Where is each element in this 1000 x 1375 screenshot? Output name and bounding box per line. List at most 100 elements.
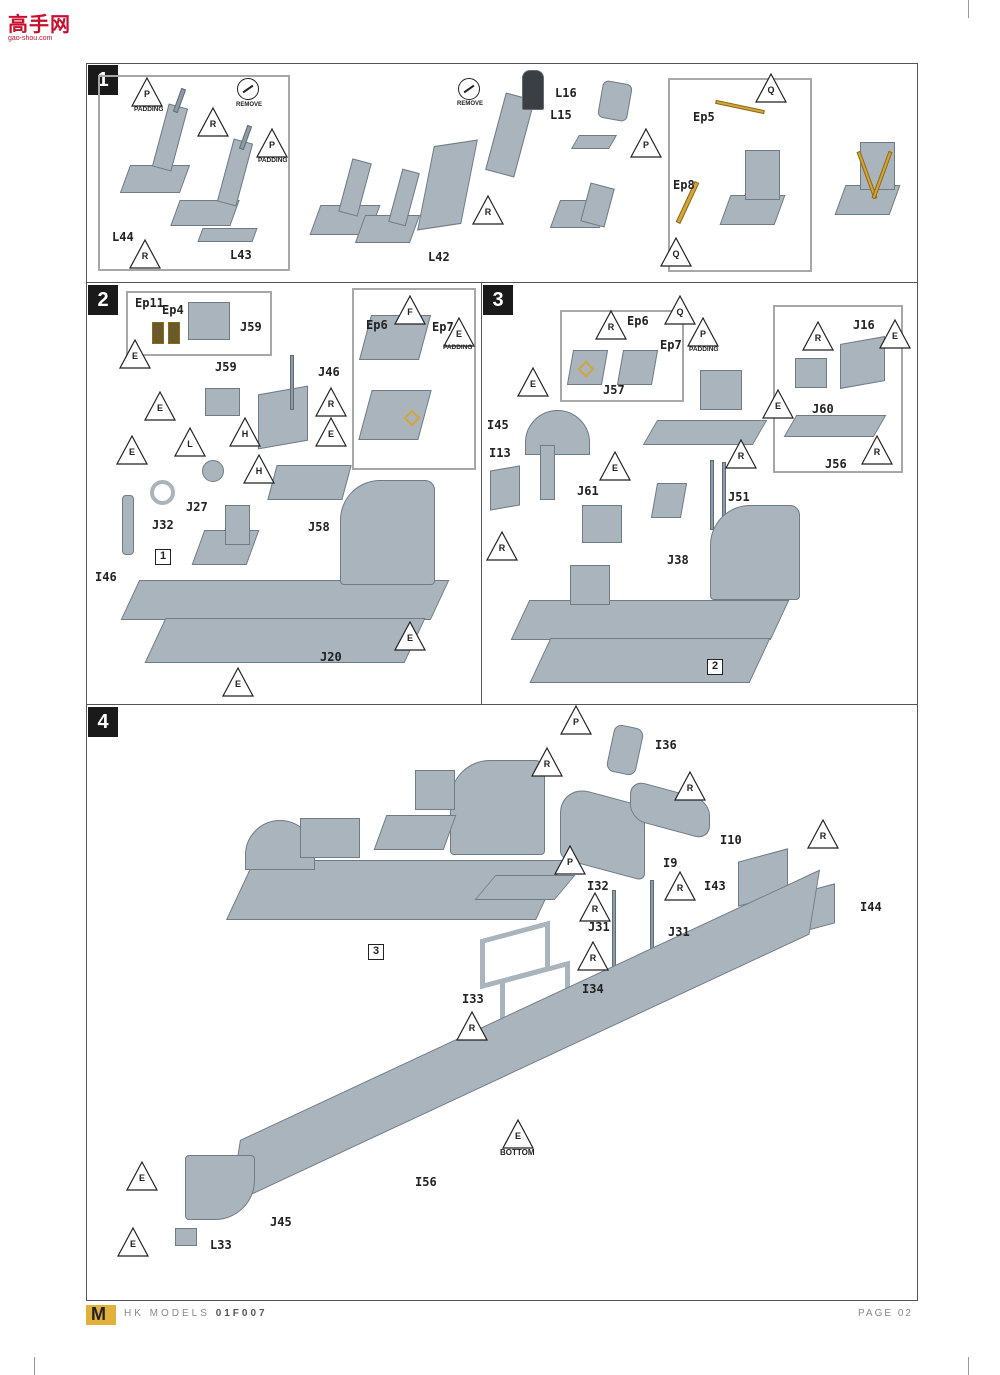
paint-code-triangle: R bbox=[530, 746, 564, 777]
note-padding: PADDING bbox=[443, 344, 473, 351]
note-remove: REMOVE bbox=[236, 102, 263, 108]
floor-assembly bbox=[510, 600, 790, 640]
instruction-frame bbox=[86, 63, 918, 1301]
footer-brand: HK MODELS 01F007 bbox=[124, 1308, 268, 1319]
paint-code-triangle: E bbox=[501, 1118, 535, 1149]
cockpit-wall bbox=[710, 505, 800, 600]
paint-code-triangle: P bbox=[255, 127, 289, 158]
paint-code-triangle: R bbox=[801, 320, 835, 351]
part-label: Ep5 bbox=[693, 110, 715, 124]
part-label: J60 bbox=[812, 402, 834, 416]
note-padding: PADDING bbox=[689, 346, 719, 353]
seat-base-part bbox=[119, 165, 191, 193]
paint-code-triangle: E bbox=[221, 666, 255, 697]
paint-code-triangle: P bbox=[559, 704, 593, 735]
paint-code-triangle: L bbox=[173, 426, 207, 457]
step-number-4: 4 bbox=[88, 707, 118, 737]
note-padding: PADDING bbox=[134, 106, 164, 113]
seat-assembly bbox=[354, 215, 421, 243]
part-L33 bbox=[175, 1228, 197, 1246]
part-label: Ep11 bbox=[135, 296, 164, 310]
paint-code-triangle: E bbox=[125, 1160, 159, 1191]
part-label: I9 bbox=[663, 856, 678, 870]
paint-code-triangle: Q bbox=[754, 72, 788, 103]
cockpit-subassembly-plate bbox=[373, 815, 457, 850]
part-J56 bbox=[783, 415, 887, 437]
paint-code-triangle: E bbox=[118, 338, 152, 369]
step-number-1: 1 bbox=[88, 65, 118, 95]
seat-assembly-ref1-back bbox=[225, 505, 250, 545]
step1-belt-box bbox=[668, 78, 812, 272]
part-label: J27 bbox=[186, 500, 208, 514]
part-J61 bbox=[582, 505, 622, 543]
part-label: I45 bbox=[487, 418, 509, 432]
paint-code-triangle: R bbox=[314, 386, 348, 417]
removed-part bbox=[522, 70, 544, 110]
paint-code-triangle: R bbox=[196, 106, 230, 137]
part-J59-assembled bbox=[205, 388, 240, 416]
paint-code-triangle: R bbox=[860, 434, 894, 465]
trim-mark bbox=[968, 1357, 969, 1375]
pe-Ep11 bbox=[152, 322, 164, 344]
part-label: J31 bbox=[668, 925, 690, 939]
part-label: Ep6 bbox=[366, 318, 388, 332]
seat-mount-part bbox=[197, 228, 258, 242]
part-label: J56 bbox=[825, 457, 847, 471]
part-label: Ep8 bbox=[673, 178, 695, 192]
part-label: I33 bbox=[462, 992, 484, 1006]
part-label: J59 bbox=[240, 320, 262, 334]
part-I13 bbox=[490, 465, 520, 511]
part-label: L42 bbox=[428, 250, 450, 264]
seat-installed bbox=[570, 565, 610, 605]
footer-brand-name: HK MODELS bbox=[124, 1308, 210, 1319]
cushion-L15 bbox=[570, 135, 618, 149]
note-remove: REMOVE bbox=[457, 101, 484, 107]
site-logo-text: 高手网 bbox=[8, 12, 71, 36]
paint-code-triangle: E bbox=[393, 620, 427, 651]
paint-code-triangle: R bbox=[663, 870, 697, 901]
divider bbox=[481, 282, 482, 704]
step-number-2: 2 bbox=[88, 285, 118, 315]
part-label: I34 bbox=[582, 982, 604, 996]
paint-code-triangle: H bbox=[242, 453, 276, 484]
cockpit-subassembly-seat bbox=[300, 818, 360, 858]
part-label: I56 bbox=[415, 1175, 437, 1189]
part-label: Ep7 bbox=[432, 320, 454, 334]
paint-code-triangle: E bbox=[516, 366, 550, 397]
part-label: Ep7 bbox=[660, 338, 682, 352]
paint-code-triangle: P bbox=[629, 127, 663, 158]
step3-pe-box bbox=[560, 310, 684, 402]
paint-code-triangle: H bbox=[228, 416, 262, 447]
part-J27 bbox=[202, 460, 224, 482]
paint-code-triangle: E bbox=[314, 416, 348, 447]
paint-code-triangle: R bbox=[578, 891, 612, 922]
part-I46 bbox=[122, 495, 134, 555]
part-label: Ep6 bbox=[627, 314, 649, 328]
trim-mark bbox=[968, 0, 969, 18]
remove-icon bbox=[237, 78, 259, 100]
paint-code-triangle: R bbox=[485, 530, 519, 561]
divider bbox=[86, 704, 918, 705]
part-label: J16 bbox=[853, 318, 875, 332]
part-label: J20 bbox=[320, 650, 342, 664]
part-label: Ep4 bbox=[162, 303, 184, 317]
part-label: I36 bbox=[655, 738, 677, 752]
part-J58 bbox=[267, 465, 352, 500]
paint-code-triangle: E bbox=[115, 434, 149, 465]
trim-mark bbox=[34, 1357, 35, 1375]
paint-code-triangle: R bbox=[806, 818, 840, 849]
paint-code-triangle: R bbox=[576, 940, 610, 971]
paint-code-triangle: E bbox=[116, 1226, 150, 1257]
floor-J20-side bbox=[144, 618, 426, 663]
seat-with-belts-back bbox=[745, 150, 780, 200]
cockpit-subassembly-wall bbox=[450, 760, 545, 855]
part-label: I46 bbox=[95, 570, 117, 584]
step2-detail-box bbox=[352, 288, 476, 470]
part-label: L43 bbox=[230, 248, 252, 262]
paint-code-triangle: Q bbox=[659, 236, 693, 267]
paint-code-triangle: E bbox=[143, 390, 177, 421]
paint-code-triangle: E bbox=[761, 388, 795, 419]
pe-Ep4 bbox=[168, 322, 180, 344]
part-label: J59 bbox=[215, 360, 237, 374]
paint-code-triangle: P bbox=[130, 76, 164, 107]
